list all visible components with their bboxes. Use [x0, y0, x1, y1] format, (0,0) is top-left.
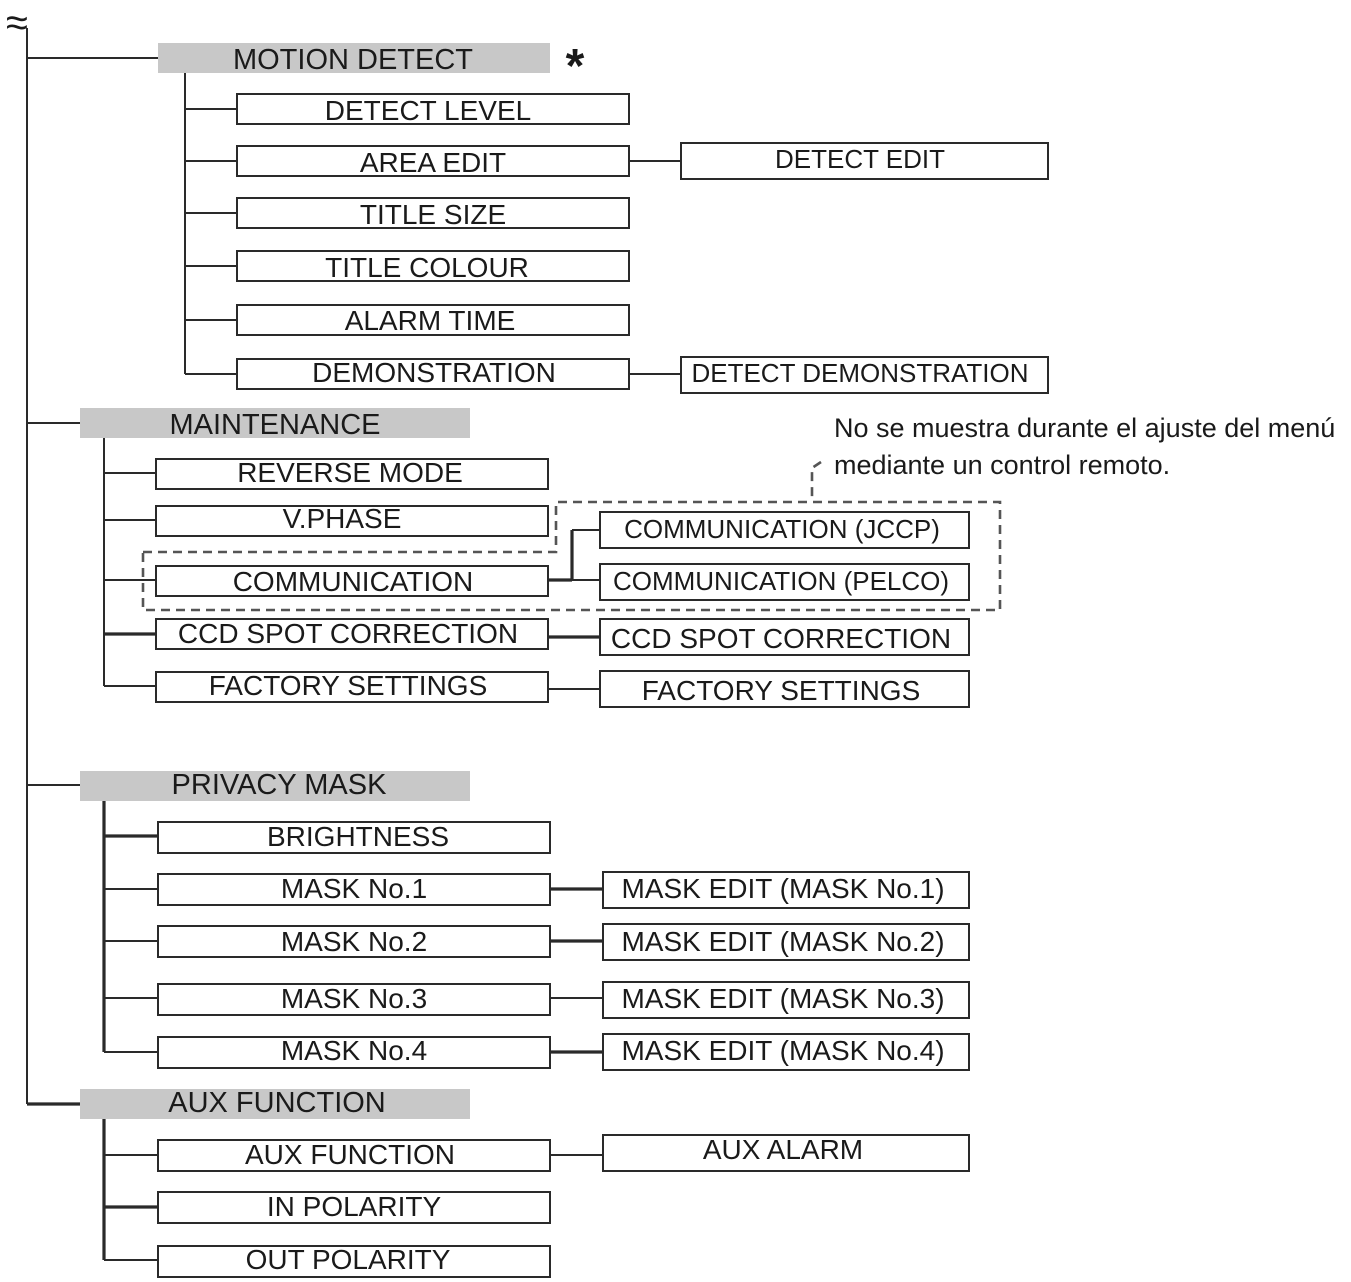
item-label: MASK No.3: [281, 983, 427, 1014]
submenu-mask-edit-1[interactable]: MASK EDIT (MASK No.1): [602, 871, 970, 909]
menu-item-out-polarity[interactable]: OUT POLARITY: [157, 1244, 551, 1278]
item-label: DETECT EDIT: [775, 144, 945, 174]
item-label: BRIGHTNESS: [267, 821, 449, 852]
menu-item-mask-no-3[interactable]: MASK No.3: [157, 983, 551, 1016]
privacy-mask-title: PRIVACY MASK: [172, 769, 388, 801]
submenu-communication-pelco[interactable]: COMMUNICATION (PELCO): [599, 563, 970, 601]
item-label: MASK EDIT (MASK No.3): [621, 983, 944, 1014]
item-label: FACTORY SETTINGS: [642, 675, 921, 706]
aux-function-title: AUX FUNCTION: [168, 1087, 386, 1119]
break-symbol: ≈: [6, 1, 28, 45]
menu-item-in-polarity[interactable]: IN POLARITY: [157, 1191, 551, 1224]
item-label: MASK EDIT (MASK No.4): [621, 1035, 944, 1066]
item-label: AUX ALARM: [703, 1134, 863, 1165]
privacy-mask-header: [80, 771, 470, 801]
item-label: COMMUNICATION: [233, 566, 474, 597]
menu-item-title-colour[interactable]: TITLE COLOUR: [236, 250, 630, 283]
item-label: MASK EDIT (MASK No.1): [621, 873, 944, 904]
motion-detect-header: [158, 43, 550, 73]
item-label: MASK No.4: [281, 1035, 427, 1066]
item-label: COMMUNICATION (PELCO): [613, 566, 949, 596]
submenu-communication-jccp[interactable]: COMMUNICATION (JCCP): [599, 511, 970, 549]
menu-item-area-edit[interactable]: AREA EDIT: [236, 145, 630, 178]
menu-item-mask-no-1[interactable]: MASK No.1: [157, 873, 551, 906]
menu-item-communication[interactable]: COMMUNICATION: [155, 565, 549, 597]
menu-item-mask-no-4[interactable]: MASK No.4: [157, 1035, 551, 1069]
section-motion-detect: MOTION DETECT * DETECT LEVEL AREA EDIT T…: [158, 40, 1049, 394]
menu-item-detect-level[interactable]: DETECT LEVEL: [236, 93, 630, 126]
item-label: V.PHASE: [283, 503, 402, 534]
item-label: DETECT DEMONSTRATION: [691, 358, 1028, 388]
aux-function-header: [80, 1089, 470, 1119]
submenu-aux-alarm[interactable]: AUX ALARM: [602, 1134, 970, 1172]
item-label: AUX FUNCTION: [245, 1139, 455, 1170]
item-label: CCD SPOT CORRECTION: [178, 618, 518, 649]
menu-item-mask-no-2[interactable]: MASK No.2: [157, 925, 551, 958]
item-label: REVERSE MODE: [237, 457, 463, 488]
item-label: IN POLARITY: [267, 1191, 442, 1222]
menu-item-brightness[interactable]: BRIGHTNESS: [157, 821, 551, 854]
item-label: OUT POLARITY: [246, 1244, 451, 1275]
note-line-2: mediante un control remoto.: [834, 450, 1170, 480]
item-label: COMMUNICATION (JCCP): [624, 514, 940, 544]
submenu-ccd-spot-correction[interactable]: CCD SPOT CORRECTION: [599, 618, 970, 656]
submenu-factory-settings[interactable]: FACTORY SETTINGS: [599, 670, 970, 708]
section-aux-function: AUX FUNCTION AUX FUNCTION IN POLARITY OU…: [80, 1087, 970, 1278]
motion-detect-title: MOTION DETECT: [233, 44, 473, 76]
submenu-detect-demonstration[interactable]: DETECT DEMONSTRATION: [680, 356, 1049, 394]
item-label: ALARM TIME: [345, 305, 516, 336]
submenu-mask-edit-2[interactable]: MASK EDIT (MASK No.2): [602, 923, 970, 961]
item-label: MASK EDIT (MASK No.2): [621, 926, 944, 957]
submenu-mask-edit-4[interactable]: MASK EDIT (MASK No.4): [602, 1033, 970, 1071]
submenu-mask-edit-3[interactable]: MASK EDIT (MASK No.3): [602, 981, 970, 1019]
section-maintenance: MAINTENANCE No se muestra durante el aju…: [80, 408, 1335, 708]
menu-item-factory-settings[interactable]: FACTORY SETTINGS: [155, 670, 549, 703]
note-line-1: No se muestra durante el ajuste del menú: [834, 413, 1335, 443]
menu-item-v-phase[interactable]: V.PHASE: [155, 503, 549, 537]
item-label: CCD SPOT CORRECTION: [611, 623, 951, 654]
menu-item-aux-function[interactable]: AUX FUNCTION: [157, 1139, 551, 1172]
item-label: TITLE COLOUR: [325, 252, 529, 283]
item-label: FACTORY SETTINGS: [209, 670, 488, 701]
menu-item-reverse-mode[interactable]: REVERSE MODE: [155, 457, 549, 490]
maintenance-title: MAINTENANCE: [169, 409, 380, 441]
menu-item-demonstration[interactable]: DEMONSTRATION: [236, 357, 630, 390]
item-label: DETECT LEVEL: [325, 95, 531, 126]
section-privacy-mask: PRIVACY MASK BRIGHTNESS MASK No.1 MASK N…: [80, 769, 970, 1071]
menu-item-ccd-spot-correction[interactable]: CCD SPOT CORRECTION: [155, 618, 549, 650]
item-label: AREA EDIT: [360, 147, 506, 178]
menu-item-alarm-time[interactable]: ALARM TIME: [236, 304, 630, 336]
item-label: MASK No.1: [281, 873, 427, 904]
submenu-detect-edit[interactable]: DETECT EDIT: [680, 142, 1049, 180]
item-label: DEMONSTRATION: [312, 357, 556, 388]
maintenance-header: [80, 408, 470, 438]
item-label: MASK No.2: [281, 926, 427, 957]
remote-only-outline: [141, 500, 1002, 612]
asterisk-mark: *: [566, 40, 585, 93]
note-pointer: [810, 460, 822, 502]
menu-item-title-size[interactable]: TITLE SIZE: [236, 197, 630, 230]
item-label: TITLE SIZE: [360, 199, 506, 230]
